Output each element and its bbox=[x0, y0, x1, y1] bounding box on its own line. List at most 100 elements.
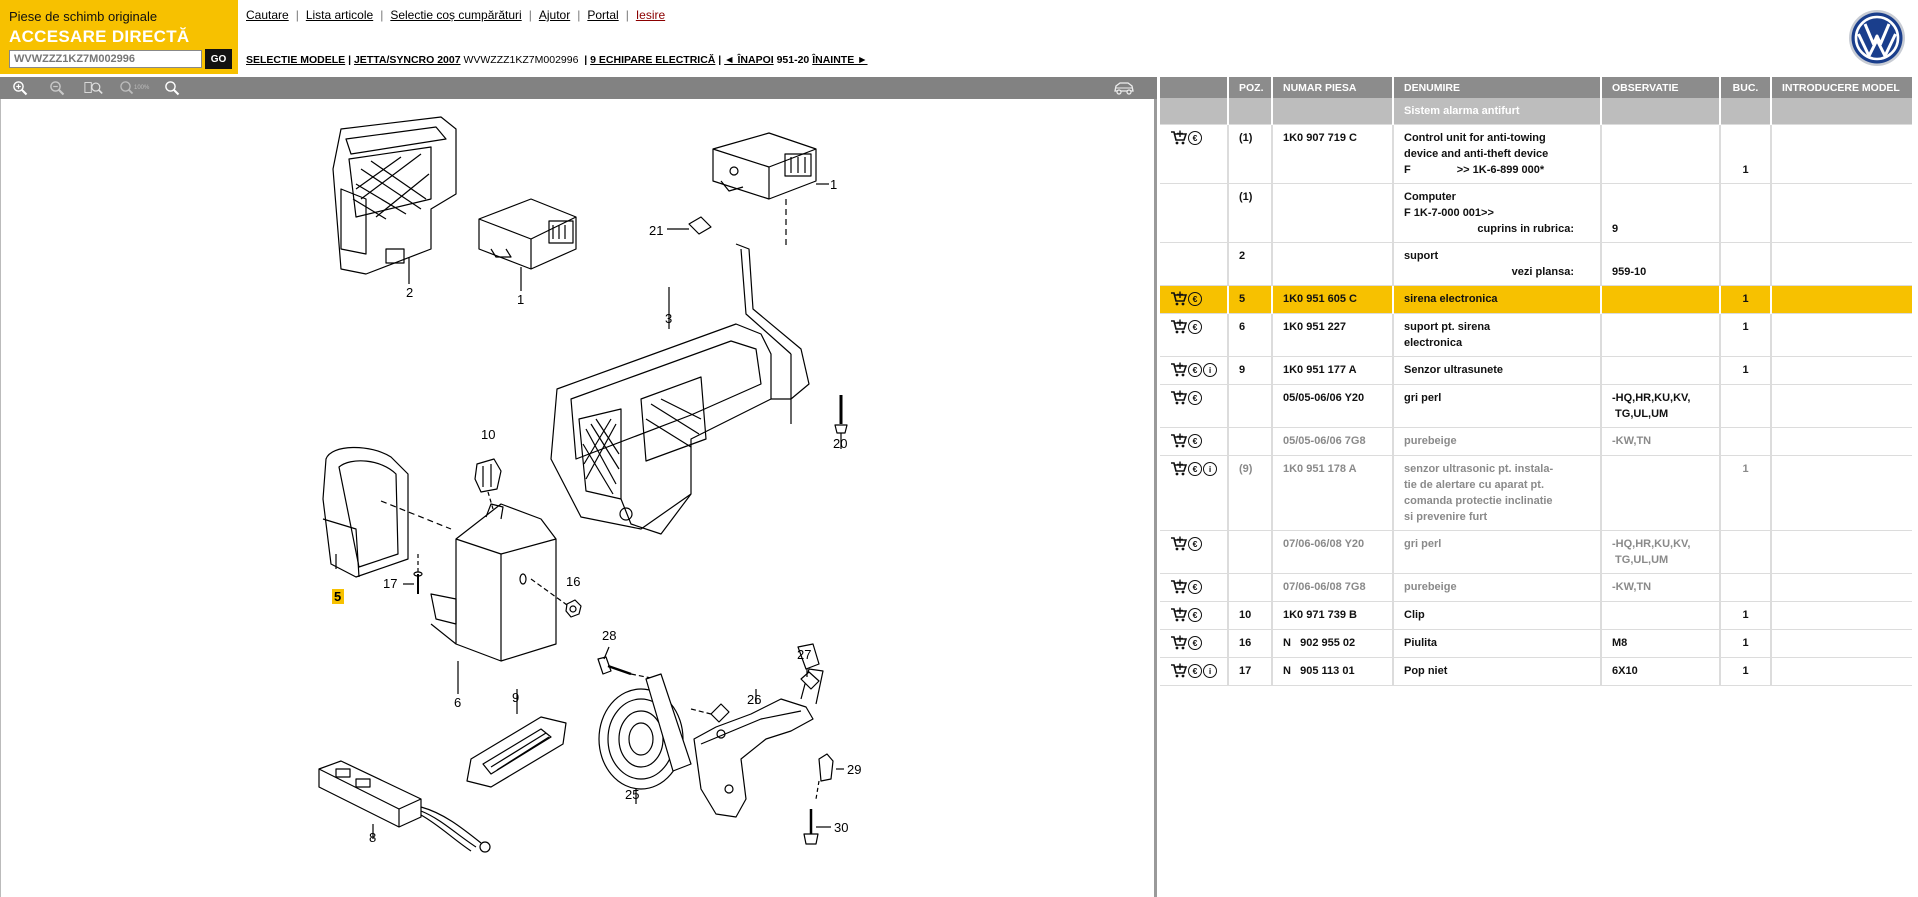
zoom-icon[interactable] bbox=[162, 79, 182, 97]
price-icon[interactable]: € bbox=[1188, 390, 1202, 405]
callout-3[interactable]: 3 bbox=[665, 311, 672, 326]
callout-27[interactable]: 27 bbox=[797, 647, 811, 662]
part-bracket-26-drawing[interactable] bbox=[690, 668, 824, 818]
callout-6[interactable]: 6 bbox=[454, 695, 461, 710]
add-to-cart-icon[interactable] bbox=[1170, 390, 1187, 405]
part-rivet-17-drawing[interactable] bbox=[403, 554, 423, 594]
part-number-cell[interactable]: 05/05-06/06 Y20 bbox=[1271, 384, 1393, 428]
price-icon[interactable]: € bbox=[1188, 635, 1202, 650]
go-button[interactable]: GO bbox=[205, 49, 232, 69]
callout-1-top[interactable]: 1 bbox=[830, 177, 837, 192]
part-holder-3-drawing[interactable] bbox=[550, 243, 810, 535]
part-number-cell[interactable]: 05/05-06/06 7G8 bbox=[1271, 427, 1393, 456]
add-to-cart-icon[interactable] bbox=[1170, 663, 1187, 678]
callout-21[interactable]: 21 bbox=[649, 223, 663, 238]
part-nut-16-drawing[interactable] bbox=[530, 578, 582, 618]
price-icon[interactable]: € bbox=[1188, 607, 1202, 622]
breadcrumb-models-link[interactable]: SELECTIE MODELE bbox=[246, 54, 346, 66]
callout-25[interactable]: 25 bbox=[625, 787, 639, 802]
add-to-cart-icon[interactable] bbox=[1170, 291, 1187, 306]
part-number-cell[interactable]: N 902 955 02 bbox=[1271, 629, 1393, 658]
price-icon[interactable]: € bbox=[1188, 536, 1202, 551]
price-icon[interactable]: € bbox=[1188, 663, 1202, 678]
nav-list-link[interactable]: Lista articole bbox=[305, 8, 374, 22]
info-icon[interactable]: i bbox=[1203, 663, 1217, 678]
add-to-cart-icon[interactable] bbox=[1170, 461, 1187, 476]
part-screw-20-drawing[interactable] bbox=[834, 395, 848, 449]
part-number-cell[interactable]: 1K0 951 177 A bbox=[1271, 356, 1393, 385]
callout-9[interactable]: 9 bbox=[512, 690, 519, 705]
part-bolt-28-drawing[interactable] bbox=[597, 646, 657, 680]
part-number-cell[interactable] bbox=[1271, 242, 1393, 286]
part-number-cell[interactable] bbox=[1271, 183, 1393, 243]
part-number-cell[interactable]: 07/06-06/08 7G8 bbox=[1271, 573, 1393, 602]
breadcrumb-group-link[interactable]: 9 ECHIPARE ELECTRICĂ bbox=[590, 54, 716, 66]
part-number-cell[interactable]: 1K0 971 739 B bbox=[1271, 601, 1393, 630]
column-header-name[interactable]: DENUMIRE bbox=[1392, 77, 1601, 98]
part-fastener-29-drawing[interactable] bbox=[815, 753, 844, 800]
add-to-cart-icon[interactable] bbox=[1170, 130, 1187, 145]
part-sensor-module-8-drawing[interactable] bbox=[318, 760, 491, 853]
breadcrumb-back-link[interactable]: ◄ ÎNAPOI bbox=[724, 54, 774, 66]
part-holder-6-drawing[interactable] bbox=[430, 503, 557, 694]
part-control-unit-drawing[interactable] bbox=[478, 198, 577, 291]
part-bolt-30-drawing[interactable] bbox=[803, 809, 831, 845]
zoom-in-icon[interactable] bbox=[10, 79, 30, 97]
price-icon[interactable]: € bbox=[1188, 130, 1202, 145]
part-siren-5-drawing[interactable] bbox=[322, 446, 452, 578]
zoom-out-icon[interactable] bbox=[47, 79, 67, 97]
vin-input[interactable] bbox=[9, 50, 202, 68]
column-header-observation[interactable]: OBSERVATIE bbox=[1600, 77, 1720, 98]
callout-8[interactable]: 8 bbox=[369, 830, 376, 845]
add-to-cart-icon[interactable] bbox=[1170, 536, 1187, 551]
part-number-cell[interactable]: 1K0 907 719 C bbox=[1271, 124, 1393, 184]
nav-exit-link[interactable]: Iesire bbox=[635, 8, 666, 22]
breadcrumb-next-link[interactable]: ÎNAINTE ► bbox=[812, 54, 868, 66]
part-clip-10-drawing[interactable] bbox=[474, 458, 502, 510]
part-control-unit-top-drawing[interactable] bbox=[712, 132, 829, 249]
part-number-cell[interactable]: 1K0 951 178 A bbox=[1271, 455, 1393, 531]
callout-5[interactable]: 5 bbox=[334, 589, 341, 604]
car-icon[interactable] bbox=[1113, 80, 1135, 101]
add-to-cart-icon[interactable] bbox=[1170, 319, 1187, 334]
nav-portal-link[interactable]: Portal bbox=[587, 8, 619, 22]
nav-cart-link[interactable]: Selectie coș cumpărături bbox=[390, 8, 522, 22]
part-number-cell[interactable]: 1K0 951 227 bbox=[1271, 313, 1393, 357]
zoom-100-icon[interactable]: 100% bbox=[118, 79, 152, 97]
breadcrumb-model-link[interactable]: JETTA/SYNCRO 2007 bbox=[353, 54, 461, 66]
part-horn-25-drawing[interactable] bbox=[598, 673, 692, 804]
exploded-diagram[interactable]: 1 1 2 3 5 6 8 9 10 16 17 20 21 25 26 27 … bbox=[1, 99, 1154, 897]
add-to-cart-icon[interactable] bbox=[1170, 433, 1187, 448]
callout-2[interactable]: 2 bbox=[406, 285, 413, 300]
zoom-fit-icon[interactable] bbox=[84, 79, 104, 97]
callout-29[interactable]: 29 bbox=[847, 762, 861, 777]
add-to-cart-icon[interactable] bbox=[1170, 607, 1187, 622]
nav-search-link[interactable]: Cautare bbox=[246, 8, 289, 22]
callout-26[interactable]: 26 bbox=[747, 692, 761, 707]
nav-help-link[interactable]: Ajutor bbox=[538, 8, 571, 22]
part-number-cell[interactable]: 07/06-06/08 Y20 bbox=[1271, 530, 1393, 574]
part-sensor-9-drawing[interactable] bbox=[466, 689, 567, 788]
callout-16[interactable]: 16 bbox=[566, 574, 580, 589]
callout-1[interactable]: 1 bbox=[517, 292, 524, 307]
part-number-cell[interactable]: N 905 113 01 bbox=[1271, 657, 1393, 686]
price-icon[interactable]: € bbox=[1188, 291, 1202, 306]
part-bracket-drawing[interactable] bbox=[332, 116, 457, 284]
price-icon[interactable]: € bbox=[1188, 579, 1202, 594]
price-icon[interactable]: € bbox=[1188, 362, 1202, 377]
info-icon[interactable]: i bbox=[1203, 362, 1217, 377]
callout-28[interactable]: 28 bbox=[602, 628, 616, 643]
price-icon[interactable]: € bbox=[1188, 433, 1202, 448]
